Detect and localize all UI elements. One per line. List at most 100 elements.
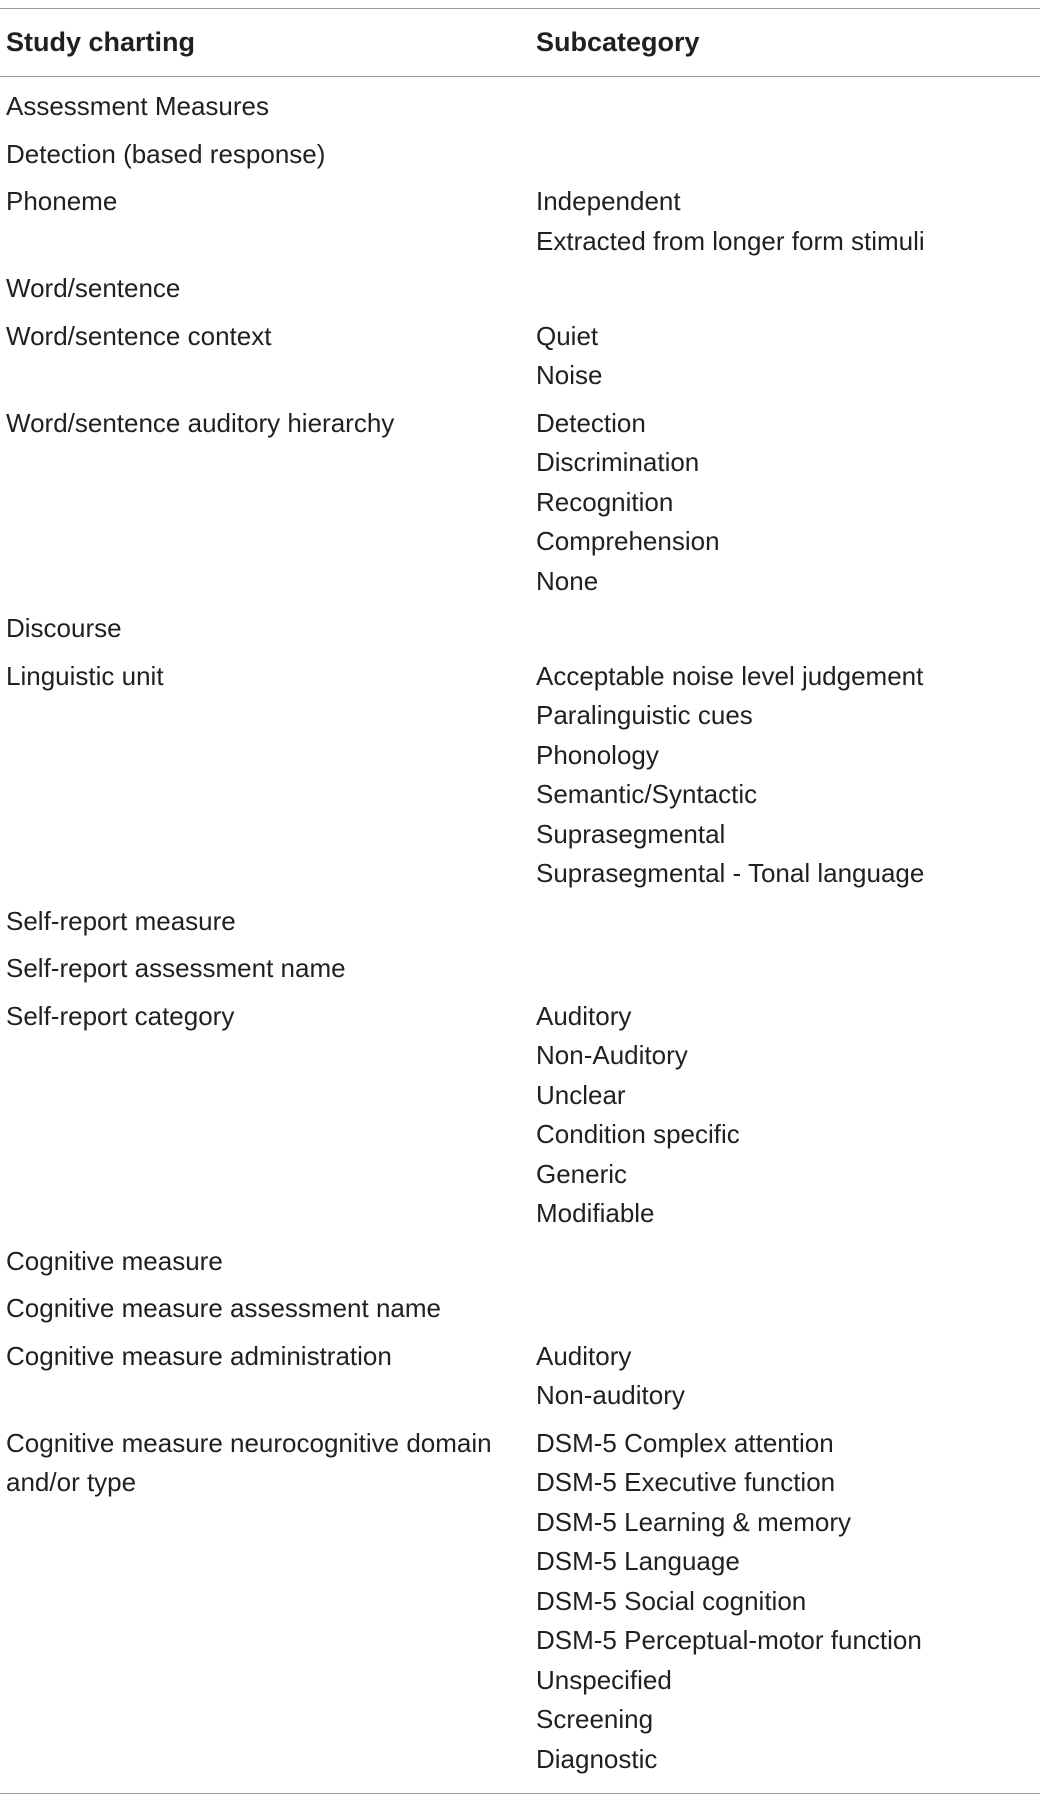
study-charting-item: Cognitive measure assessment name: [6, 1293, 441, 1323]
table-row: Detection (based response): [0, 135, 1040, 175]
study-charting-cell: Phoneme: [0, 182, 530, 261]
subcategory-cell: [530, 1289, 1040, 1329]
header-study-charting: Study charting: [6, 27, 196, 57]
study-charting-item: Word/sentence: [6, 273, 181, 303]
study-charting-item: Cognitive measure: [6, 1245, 223, 1276]
study-charting-item: Assessment Measures: [6, 91, 269, 121]
study-charting-cell: Cognitive measure assessment name: [0, 1289, 530, 1329]
subcategory-item: Unclear: [536, 1079, 626, 1110]
subcategory-item: DSM-5 Language: [536, 1546, 740, 1576]
study-charting-cell: Detection (based response): [0, 135, 530, 175]
subcategory-item: Non-Auditory: [536, 1040, 688, 1070]
table-row: Linguistic unit Acceptable noise level ju…: [0, 657, 1040, 894]
subcategory-item: Diagnostic: [536, 1743, 658, 1774]
subcategory-item: DSM-5 Complex attention: [536, 1427, 834, 1458]
subcategory-item: Unspecified: [536, 1664, 672, 1695]
subcategory-item: Detection: [536, 407, 646, 438]
study-charting-item: Detection (based response): [6, 138, 326, 169]
subcategory-cell: [530, 1242, 1040, 1282]
subcategory-item: Noise: [536, 360, 603, 390]
subcategory-item: Recognition: [536, 486, 674, 517]
table-row: Word/sentence auditory hierarchy Detectio…: [0, 404, 1040, 602]
table-row: Cognitive measure administration Auditory…: [0, 1337, 1040, 1416]
subcategory-cell: [530, 269, 1040, 309]
study-charting-cell: Self-report measure: [0, 902, 530, 942]
table-row: Cognitive measure neurocognitive domain …: [0, 1424, 1040, 1780]
top-rule: [0, 8, 1040, 9]
study-charting-item: Cognitive measure neurocognitive domain …: [6, 1427, 492, 1498]
subcategory-item: Semantic/Syntactic: [536, 779, 758, 809]
study-charting-cell: Cognitive measure neurocognitive domain …: [0, 1424, 530, 1780]
bottom-rule: [0, 1793, 1040, 1794]
study-charting-item: Cognitive measure administration: [6, 1340, 392, 1371]
subcategory-item: Comprehension: [536, 526, 720, 556]
subcategory-item: DSM-5 Learning & memory: [536, 1506, 851, 1537]
header-rule: [0, 76, 1040, 77]
subcategory-item: Screening: [536, 1704, 654, 1734]
subcategory-item: Phonology: [536, 739, 659, 770]
subcategory-item: Modifiable: [536, 1198, 655, 1228]
table-row: Self-report measure: [0, 902, 1040, 942]
study-charting-cell: Cognitive measure: [0, 1242, 530, 1282]
subcategory-item: Generic: [536, 1158, 628, 1189]
study-charting-cell: Linguistic unit: [0, 657, 530, 894]
table-row: Cognitive measure assessment name: [0, 1289, 1040, 1329]
study-charting-cell: Self-report category: [0, 997, 530, 1234]
subcategory-cell: [530, 87, 1040, 127]
study-charting-cell: Cognitive measure administration: [0, 1337, 530, 1416]
table-row: Cognitive measure: [0, 1242, 1040, 1282]
subcategory-item: Quiet: [536, 320, 599, 351]
study-charting-item: Self-report assessment name: [6, 953, 346, 983]
study-charting-item: Word/sentence auditory hierarchy: [6, 407, 395, 438]
study-charting-cell: Assessment Measures: [0, 87, 530, 127]
subcategory-item: Paralinguistic cues: [536, 700, 753, 730]
table-header: Study charting Subcategory: [0, 9, 1040, 76]
table-row: Word/sentence: [0, 269, 1040, 309]
subcategory-item: None: [536, 565, 599, 596]
subcategory-item: Suprasegmental - Tonal language: [536, 858, 925, 888]
subcategory-item: Acceptable noise level judgement: [536, 660, 924, 691]
study-charting-cell: Word/sentence: [0, 269, 530, 309]
study-charting-item: Self-report measure: [6, 905, 236, 936]
subcategory-cell: [530, 135, 1040, 175]
table-row: Discourse: [0, 609, 1040, 649]
subcategory-item: Discrimination: [536, 447, 700, 477]
study-charting-table: Study charting Subcategory Assessment Me…: [0, 8, 1040, 1794]
subcategory-item: Auditory: [536, 1000, 632, 1031]
study-charting-cell: Discourse: [0, 609, 530, 649]
study-charting-cell: Word/sentence context: [0, 317, 530, 396]
subcategory-cell: [530, 609, 1040, 649]
subcategory-item: Extracted from longer form stimuli: [536, 225, 925, 256]
subcategory-item: DSM-5 Executive function: [536, 1467, 836, 1497]
subcategory-cell: [530, 949, 1040, 989]
subcategory-item: Independent: [536, 186, 681, 216]
study-charting-item: Self-report category: [6, 1000, 235, 1031]
study-charting-item: Discourse: [6, 613, 122, 643]
subcategory-cell: [530, 902, 1040, 942]
study-charting-cell: Word/sentence auditory hierarchy: [0, 404, 530, 602]
subcategory-item: Auditory: [536, 1340, 632, 1371]
header-subcategory: Subcategory: [536, 27, 700, 57]
subcategory-item: DSM-5 Social cognition: [536, 1585, 807, 1616]
subcategory-item: DSM-5 Perceptual-motor function: [536, 1625, 922, 1655]
subcategory-item: Condition specific: [536, 1119, 740, 1149]
study-charting-cell: Self-report assessment name: [0, 949, 530, 989]
study-charting-item: Phoneme: [6, 186, 118, 216]
subcategory-item: Non-auditory: [536, 1380, 685, 1410]
study-charting-item: Linguistic unit: [6, 660, 164, 691]
table-row: Assessment Measures: [0, 87, 1040, 127]
table-row: Self-report assessment name: [0, 949, 1040, 989]
subcategory-item: Suprasegmental: [536, 818, 726, 849]
study-charting-item: Word/sentence context: [6, 320, 272, 351]
